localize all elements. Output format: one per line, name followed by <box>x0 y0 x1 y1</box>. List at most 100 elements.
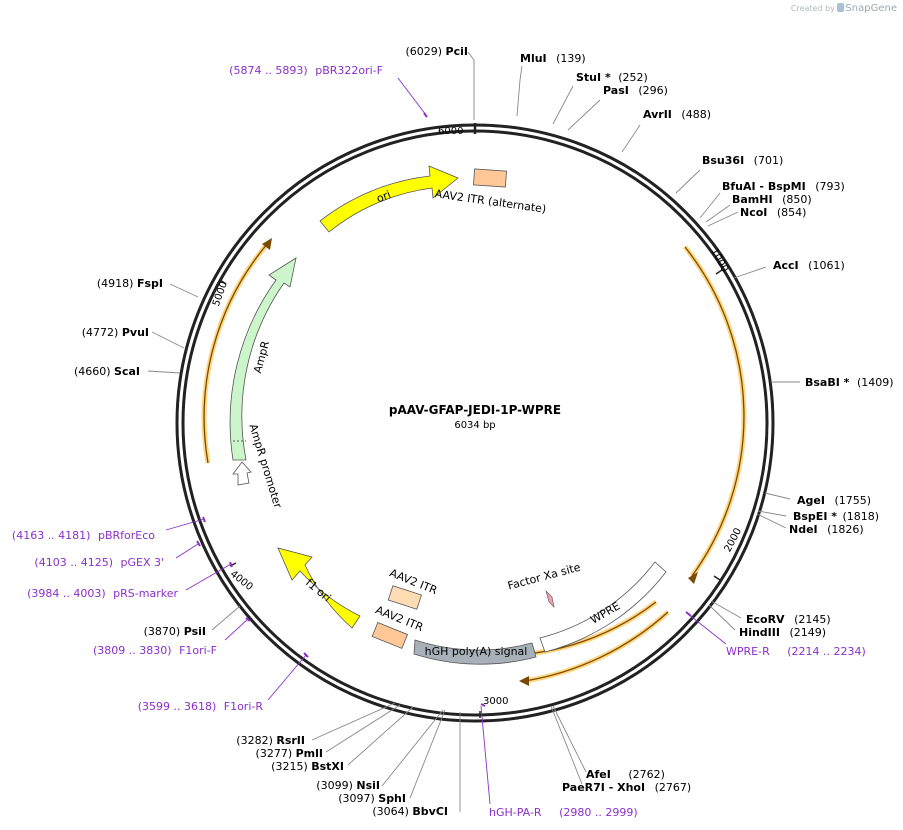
primer-pgex3[interactable]: (4103 .. 4125) pGEX 3' <box>34 556 164 569</box>
primer-f1ori-f[interactable]: (3809 .. 3830) F1ori-F <box>93 644 217 657</box>
site-afei[interactable]: AfeI (2762) <box>586 768 665 781</box>
site-psii-name: PsiI <box>184 625 206 638</box>
site-pcii-name: PciI <box>446 45 468 58</box>
site-ncoi[interactable]: NcoI (854) <box>740 206 806 219</box>
site-bfuai-bspmi-name: BfuAI - BspMI <box>722 180 806 193</box>
site-pasi[interactable]: PasI (296) <box>603 84 668 97</box>
site-psii[interactable]: (3870) PsiI <box>144 625 206 638</box>
feature-f1-ori-arrow[interactable] <box>277 547 361 629</box>
feature-wpre-arrow[interactable] <box>539 561 667 653</box>
site-pvui[interactable]: (4772) PvuI <box>82 326 149 339</box>
site-hindiii-pos: (2149) <box>789 626 826 639</box>
site-pasi-name: PasI <box>603 84 629 97</box>
primer-pbr322ori-f-range: (5874 .. 5893) <box>229 64 308 77</box>
leader-f1ori-f <box>224 618 249 641</box>
site-fspi[interactable]: (4918) FspI <box>97 277 163 290</box>
site-avrii[interactable]: AvrII (488) <box>643 108 711 121</box>
site-sphi[interactable]: (3097) SphI <box>338 792 406 805</box>
site-avrii-pos: (488) <box>681 108 711 121</box>
site-paer7i-xhoi[interactable]: PaeR7I - XhoI (2767) <box>562 781 691 794</box>
site-bsu36i-name: Bsu36I <box>702 154 744 167</box>
site-hindiii[interactable]: HindIII (2149) <box>739 626 826 639</box>
site-pcii[interactable]: (6029) PciI <box>405 45 468 58</box>
site-ecorv[interactable]: EcoRV (2145) <box>746 613 831 626</box>
site-bfuai-bspmi[interactable]: BfuAI - BspMI (793) <box>722 180 845 193</box>
snapgene-logo-icon <box>837 3 845 12</box>
orf-arc-left-head <box>262 238 272 250</box>
feature-hgh-polya-box[interactable] <box>413 639 537 665</box>
site-nsii[interactable]: (3099) NsiI <box>316 779 380 792</box>
leader-prs-marker <box>185 563 232 591</box>
site-mlui-pos: (139) <box>556 52 586 65</box>
site-stui[interactable]: StuI * (252) <box>576 71 648 84</box>
site-ndei[interactable]: NdeI (1826) <box>789 523 864 536</box>
tick-label-1000: 1000 <box>708 246 730 274</box>
site-scai[interactable]: (4660) ScaI <box>74 365 140 378</box>
site-psii-pos: (3870) <box>144 625 181 638</box>
site-bfuai-bspmi-pos: (793) <box>815 180 845 193</box>
feature-aav2-itr-box-2[interactable] <box>371 621 408 649</box>
leader-bsu36i <box>675 169 701 194</box>
site-fspi-pos: (4918) <box>97 277 134 290</box>
site-bstxi-pos: (3215) <box>271 760 308 773</box>
site-bsu36i[interactable]: Bsu36I (701) <box>702 154 783 167</box>
tick-1000 <box>715 269 723 275</box>
site-sphi-name: SphI <box>378 792 406 805</box>
orf-arc-left-core <box>203 242 269 464</box>
leader-afei <box>552 705 587 773</box>
leader-pcii <box>467 51 475 120</box>
feature-aav2-itr-alternate-box[interactable] <box>473 168 507 188</box>
site-pcii-pos: (6029) <box>405 45 442 58</box>
plasmid-size: 6034 bp <box>454 420 495 431</box>
primer-prs-marker[interactable]: (3984 .. 4003) pRS-marker <box>27 587 178 600</box>
orf-arc-right-head <box>688 572 698 584</box>
feature-aav2-itr-box-1[interactable] <box>387 585 422 610</box>
site-hindiii-name: HindIII <box>739 626 780 639</box>
primer-pbrforeco[interactable]: (4163 .. 4181) pBRforEco <box>12 529 155 542</box>
feature-ampr-arrow[interactable] <box>229 257 297 461</box>
site-pmli[interactable]: (3277) PmlI <box>256 747 323 760</box>
site-bsabi[interactable]: BsaBI * (1409) <box>805 376 894 389</box>
site-bspei-name: BspEI <box>793 510 827 523</box>
leader-avrii <box>621 124 641 153</box>
leader-hgh-pa-r <box>480 705 491 805</box>
primer-hgh-pa-r-range: (2980 .. 2999) <box>559 806 638 819</box>
leader-hindiii <box>708 604 736 631</box>
tick-label-4000: 4000 <box>228 569 255 593</box>
site-paer7i-xhoi-name: PaeR7I - XhoI <box>562 781 645 794</box>
feature-ampr-promoter-arrow[interactable] <box>232 461 252 486</box>
site-ecorv-pos: (2145) <box>794 613 831 626</box>
primer-mark-hgh-pa-r <box>480 703 486 707</box>
site-ncoi-pos: (854) <box>777 206 807 219</box>
feature-factor-xa-site-shape[interactable] <box>545 589 555 608</box>
site-bamhi-name: BamHI <box>732 193 773 206</box>
primer-mark-pgex3 <box>196 540 201 547</box>
primer-f1ori-f-range: (3809 .. 3830) <box>93 644 172 657</box>
site-rsrii[interactable]: (3282) RsrII <box>236 734 305 747</box>
feature-hgh-polya-label: hGH poly(A) signal <box>425 645 528 658</box>
site-bspei[interactable]: BspEI * (1818) <box>793 510 879 523</box>
primer-f1ori-r[interactable]: (3599 .. 3618) F1ori-R <box>138 700 264 713</box>
primer-wpre-r[interactable]: WPRE-R (2214 .. 2234) <box>726 645 866 658</box>
site-mlui[interactable]: MluI (139) <box>520 52 586 65</box>
leader-pmli <box>325 704 401 753</box>
primer-prs-marker-range: (3984 .. 4003) <box>27 587 106 600</box>
leader-sphi <box>409 709 446 799</box>
site-bstxi[interactable]: (3215) BstXI <box>271 760 344 773</box>
leader-mlui <box>516 65 523 117</box>
leader-stui <box>552 85 574 125</box>
leader-ncoi <box>707 211 739 227</box>
primer-pbr322ori-f[interactable]: (5874 .. 5893) pBR322ori-F <box>229 64 383 77</box>
site-acci[interactable]: AccI (1061) <box>773 259 845 272</box>
site-bbvci[interactable]: (3064) BbvCI <box>372 805 448 818</box>
site-leader-lines <box>147 51 800 812</box>
primer-hgh-pa-r[interactable]: hGH-PA-R (2980 .. 2999) <box>489 806 638 819</box>
site-pvui-pos: (4772) <box>82 326 119 339</box>
primer-hgh-pa-r-name: hGH-PA-R <box>489 806 542 819</box>
site-scai-name: ScaI <box>114 365 140 378</box>
site-ndei-pos: (1826) <box>827 523 864 536</box>
site-bsabi-name: BsaBI <box>805 376 840 389</box>
site-agei[interactable]: AgeI (1755) <box>797 494 871 507</box>
feature-ori-arrow[interactable] <box>319 165 459 233</box>
site-bamhi[interactable]: BamHI (850) <box>732 193 812 206</box>
